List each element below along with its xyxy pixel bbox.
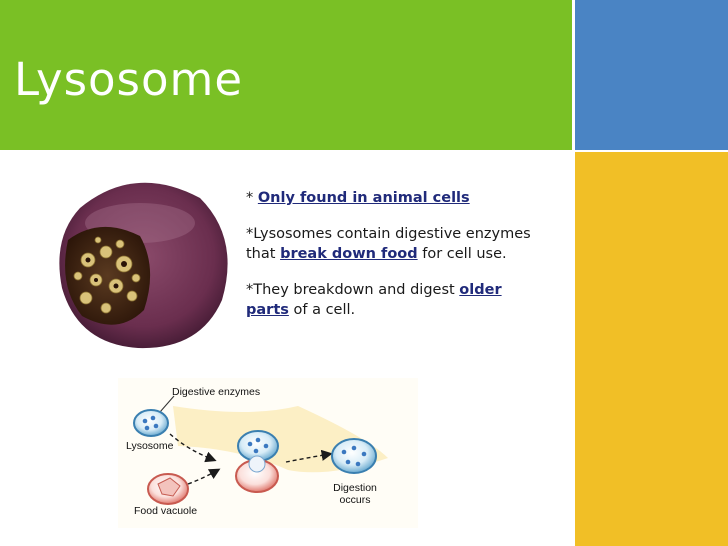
accent-blue-block xyxy=(575,0,728,150)
accent-yellow-block xyxy=(575,152,728,546)
title-bar: Lysosome xyxy=(0,0,572,150)
bullet-enzymes: *Lysosomes contain digestive enzymes tha… xyxy=(246,224,536,264)
label-digestion-line-2: occurs xyxy=(339,494,371,506)
bullet-list: * Only found in animal cells *Lysosomes … xyxy=(246,188,536,336)
digestion-diagram-art xyxy=(133,395,388,505)
label-digestive-enzymes: Digestive enzymes xyxy=(172,386,261,398)
bullet-text: *Lysosomes contain digestive enzymes tha… xyxy=(246,226,531,262)
label-digestion-occurs: Digestion occurs xyxy=(330,482,380,506)
bullet-text: for cell use. xyxy=(417,246,507,262)
bullet-older-parts: *They breakdown and digest older parts o… xyxy=(246,280,536,320)
older-parts-link[interactable]: older parts xyxy=(246,282,502,318)
animal-cells-link[interactable]: Only found in animal cells xyxy=(257,190,470,206)
digestion-diagram: Digestive enzymes Lysosome Food vacuole … xyxy=(118,378,418,528)
bullet-prefix: * xyxy=(246,190,258,206)
break-down-food-link[interactable]: break down food xyxy=(280,246,418,262)
bullet-text: of a cell. xyxy=(288,302,356,318)
bullet-animal-cells: * Only found in animal cells xyxy=(246,188,536,208)
label-food-vacuole: Food vacuole xyxy=(134,505,198,517)
slide-title: Lysosome xyxy=(14,53,244,106)
lysosome-illustration xyxy=(59,182,228,349)
bullet-text: *They breakdown and digest xyxy=(246,282,460,298)
label-digestion-line-1: Digestion xyxy=(333,482,377,494)
label-lysosome: Lysosome xyxy=(126,440,174,452)
